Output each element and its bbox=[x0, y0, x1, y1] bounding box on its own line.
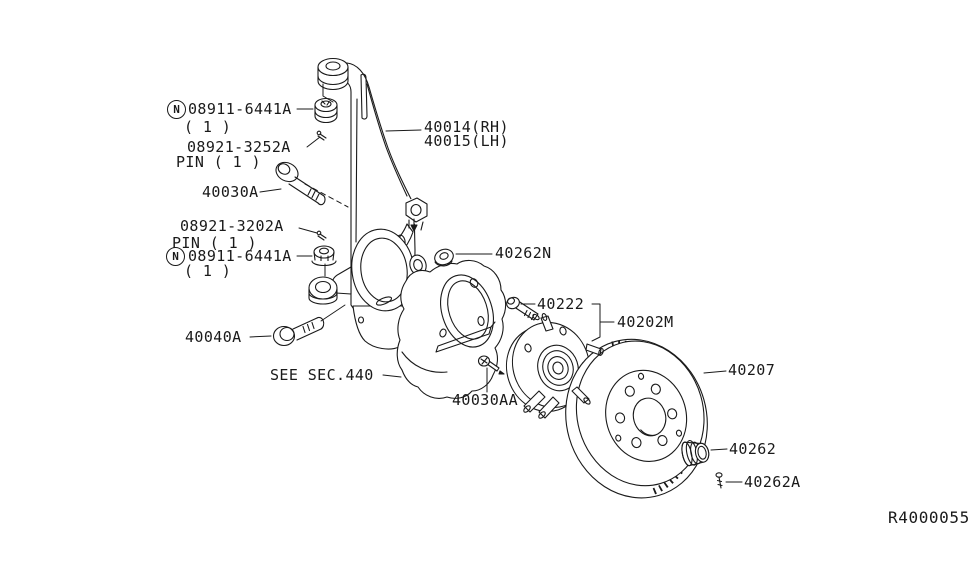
drawing-number: R4000055 bbox=[888, 508, 970, 527]
wheel-studs-front[interactable] bbox=[571, 343, 604, 405]
callout-nut-upper-qty: ( 1 ) bbox=[184, 118, 232, 136]
callout-pin-lower-qty: PIN ( 1 ) bbox=[172, 234, 257, 252]
callout-cap-40262[interactable]: 40262 bbox=[729, 440, 777, 458]
callout-bolt-40222[interactable]: 40222 bbox=[537, 295, 585, 313]
nut-knuckle-upper[interactable] bbox=[314, 97, 338, 124]
steering-knuckle[interactable] bbox=[308, 57, 430, 350]
callout-hub-40202m[interactable]: 40202M bbox=[617, 313, 674, 331]
pin-upper[interactable] bbox=[316, 130, 327, 141]
bolt-40030aa[interactable] bbox=[477, 355, 505, 375]
cap-screw[interactable] bbox=[715, 472, 723, 489]
callout-nut-lower-qty: ( 1 ) bbox=[184, 262, 232, 280]
callout-nut-lower[interactable]: 08911-6441A bbox=[188, 247, 292, 265]
nut-40262n[interactable] bbox=[433, 247, 456, 268]
pin-lower[interactable] bbox=[316, 230, 327, 241]
brake-rotor[interactable] bbox=[547, 322, 726, 514]
bolt-40222[interactable] bbox=[505, 295, 540, 321]
callout-see-sec-440[interactable]: SEE SEC.440 bbox=[270, 366, 374, 384]
callout-knuckle-rh[interactable]: 40014(RH) bbox=[424, 118, 509, 136]
callout-rotor-40207[interactable]: 40207 bbox=[728, 361, 776, 379]
bolt-40040a[interactable] bbox=[272, 304, 346, 347]
circled-n-upper: N bbox=[167, 100, 186, 119]
callout-nut-upper[interactable]: 08911-6441A bbox=[188, 100, 292, 118]
callout-pin-upper[interactable]: 08921-3252A bbox=[187, 138, 291, 156]
callout-bolt-40040a[interactable]: 40040A bbox=[185, 328, 242, 346]
callout-bolt-40030aa[interactable]: 40030AA bbox=[452, 391, 519, 409]
splash-shield[interactable] bbox=[396, 259, 507, 399]
hub-cap[interactable] bbox=[680, 437, 711, 467]
callout-bolt-40030a[interactable]: 40030A bbox=[202, 183, 259, 201]
callout-nut-40262n[interactable]: 40262N bbox=[495, 244, 552, 262]
nut-knuckle-lower[interactable] bbox=[311, 245, 337, 267]
callout-screw-40262a[interactable]: 40262A bbox=[744, 473, 801, 491]
callout-knuckle-lh[interactable]: 40015(LH) bbox=[424, 132, 509, 150]
leader-lines bbox=[249, 83, 743, 483]
callout-pin-lower[interactable]: 08921-3202A bbox=[180, 217, 284, 235]
bolt-40030a[interactable] bbox=[273, 159, 326, 206]
circled-n-lower: N bbox=[166, 247, 185, 266]
callout-pin-upper-qty: PIN ( 1 ) bbox=[176, 153, 261, 171]
